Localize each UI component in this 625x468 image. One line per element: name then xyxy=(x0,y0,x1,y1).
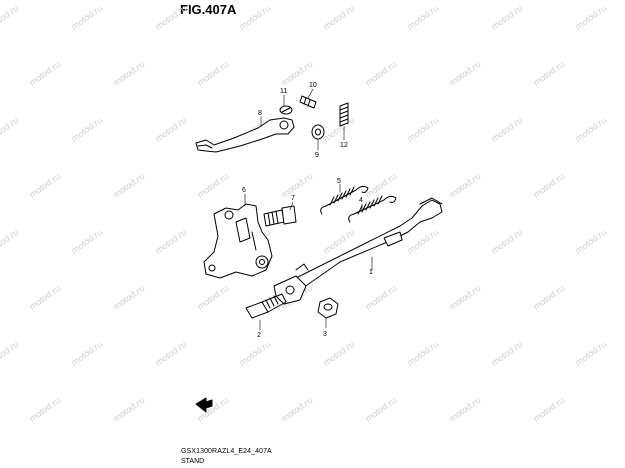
watermark-text: motod.ru xyxy=(573,339,608,368)
watermark-text: motod.ru xyxy=(69,3,104,32)
callout-8: 8 xyxy=(258,110,262,117)
watermark-text: motod.ru xyxy=(153,3,188,32)
watermark-text: motod.ru xyxy=(27,395,62,424)
watermark-text: motod.ru xyxy=(489,115,524,144)
watermark-text: motod.ru xyxy=(447,171,482,200)
watermark-text: motod.ru xyxy=(489,227,524,256)
watermark-text: motod.ru xyxy=(447,395,482,424)
callout-2: 2 xyxy=(257,332,261,339)
watermark-text: motod.ru xyxy=(153,227,188,256)
callout-3: 3 xyxy=(323,331,327,338)
watermark-text: motod.ru xyxy=(363,171,398,200)
callout-5: 5 xyxy=(337,178,341,185)
watermark-text: motod.ru xyxy=(27,171,62,200)
watermark-text: motod.ru xyxy=(321,115,356,144)
part-11-clip xyxy=(279,105,293,115)
part-10-pin xyxy=(299,95,317,109)
watermark-text: motod.ru xyxy=(111,171,146,200)
watermark-text: motod.ru xyxy=(195,171,230,200)
watermark-text: motod.ru xyxy=(489,339,524,368)
watermark-text: motod.ru xyxy=(111,395,146,424)
watermark-text: motod.ru xyxy=(0,115,20,144)
part-12-spring xyxy=(339,102,349,127)
watermark-text: motod.ru xyxy=(447,59,482,88)
watermark-text: motod.ru xyxy=(69,115,104,144)
watermark-text: motod.ru xyxy=(447,283,482,312)
part-9-washer xyxy=(311,124,325,140)
callout-1: 1 xyxy=(369,269,373,276)
part-3-nut xyxy=(317,297,339,319)
callout-4: 4 xyxy=(359,197,363,204)
watermark-text: motod.ru xyxy=(531,283,566,312)
watermark-text: motod.ru xyxy=(531,59,566,88)
watermark-text: motod.ru xyxy=(237,3,272,32)
part-7-bolt xyxy=(263,205,297,227)
part-2-bolt xyxy=(245,293,287,319)
callout-12: 12 xyxy=(340,142,348,149)
watermark-text: motod.ru xyxy=(363,395,398,424)
watermark-text: motod.ru xyxy=(363,59,398,88)
watermark-text: motod.ru xyxy=(573,115,608,144)
callout-9: 9 xyxy=(315,152,319,159)
watermark-text: motod.ru xyxy=(69,227,104,256)
watermark-text: motod.ru xyxy=(321,3,356,32)
watermark-text: motod.ru xyxy=(111,283,146,312)
watermark-text: motod.ru xyxy=(195,395,230,424)
callout-7: 7 xyxy=(291,195,295,202)
watermark-text: motod.ru xyxy=(405,339,440,368)
watermark-text: motod.ru xyxy=(27,59,62,88)
leader-lines xyxy=(244,88,373,331)
watermark-text: motod.ru xyxy=(195,283,230,312)
watermark-text: motod.ru xyxy=(153,339,188,368)
callout-10: 10 xyxy=(309,82,317,89)
part-5-spring xyxy=(320,185,369,215)
watermark-text: motod.ru xyxy=(531,171,566,200)
watermark-text: motod.ru xyxy=(405,115,440,144)
watermark-text: motod.ru xyxy=(531,395,566,424)
watermark-text: motod.ru xyxy=(279,171,314,200)
watermark-text: motod.ru xyxy=(405,227,440,256)
part-4-spring xyxy=(348,195,397,223)
watermark-text: motod.ru xyxy=(0,227,20,256)
part-6-bracket xyxy=(203,203,273,279)
watermark-text: motod.ru xyxy=(489,3,524,32)
model-code: GSX1300RAZL4_E24_407A xyxy=(181,448,272,455)
callout-11: 11 xyxy=(280,88,287,95)
watermark-text: motod.ru xyxy=(573,227,608,256)
callout-6: 6 xyxy=(242,187,246,194)
watermark-text: motod.ru xyxy=(279,395,314,424)
watermark-text: motod.ru xyxy=(27,283,62,312)
watermark-text: motod.ru xyxy=(321,339,356,368)
watermark-text: motod.ru xyxy=(405,3,440,32)
watermark-text: motod.ru xyxy=(237,339,272,368)
group-name: STAND xyxy=(181,458,205,465)
figure-title: FIG.407A xyxy=(180,2,237,17)
watermark-text: motod.ru xyxy=(363,283,398,312)
part-1-stand xyxy=(273,197,443,305)
watermark-text: motod.ru xyxy=(69,339,104,368)
watermark-text: motod.ru xyxy=(573,3,608,32)
part-8-lever xyxy=(195,117,295,153)
front-arrow-icon xyxy=(195,397,213,413)
watermark-text: motod.ru xyxy=(0,3,20,32)
callout-labels: 1 2 3 4 5 6 7 8 9 10 11 12 xyxy=(242,82,373,339)
watermark-text: motod.ru xyxy=(195,59,230,88)
watermark-text: motod.ru xyxy=(0,339,20,368)
watermark-text: motod.ru xyxy=(111,59,146,88)
watermark-text: motod.ru xyxy=(153,115,188,144)
